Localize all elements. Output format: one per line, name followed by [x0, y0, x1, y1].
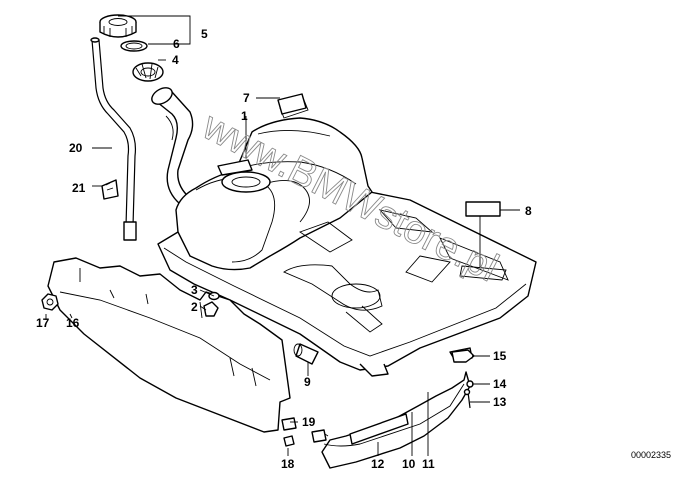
bolt-2 — [203, 301, 219, 317]
diagram-reference-number: 00002335 — [631, 450, 671, 460]
callout-20: 20 — [69, 141, 83, 155]
callout-9: 9 — [304, 375, 311, 389]
callout-1: 1 — [241, 109, 248, 123]
callout-8: 8 — [525, 204, 532, 218]
callout-13: 13 — [493, 395, 507, 409]
callout-11: 11 — [422, 457, 435, 471]
callout-3: 3 — [191, 283, 198, 297]
callout-21: 21 — [72, 181, 86, 195]
seal-ring — [120, 40, 148, 52]
callout-4: 4 — [172, 53, 179, 67]
bolt-18 — [283, 435, 295, 447]
filler-neck — [151, 87, 203, 215]
callout-12: 12 — [371, 457, 385, 471]
callout-7: 7 — [243, 91, 250, 105]
clamp-ring — [132, 62, 164, 82]
nut-17 — [41, 293, 59, 311]
callout-2: 2 — [191, 300, 198, 314]
clip-21 — [101, 179, 119, 200]
callout-6: 6 — [173, 37, 180, 51]
callout-15: 15 — [493, 349, 507, 363]
holder-15 — [451, 349, 475, 363]
callout-10: 10 — [402, 457, 416, 471]
callout-14: 14 — [493, 377, 507, 391]
filler-cap — [99, 14, 137, 38]
pad-7 — [277, 93, 307, 115]
leader-lines — [45, 15, 520, 456]
breather-pipe — [90, 37, 137, 241]
tank-straps — [311, 371, 471, 469]
fuel-tank — [157, 99, 537, 377]
callout-19: 19 — [302, 415, 316, 429]
pad-8 — [465, 201, 501, 217]
rubber-piece — [293, 343, 319, 365]
callout-17: 17 — [36, 316, 50, 330]
callout-5: 5 — [201, 27, 208, 41]
callout-18: 18 — [281, 457, 295, 471]
clip-19 — [281, 417, 297, 431]
callout-16: 16 — [66, 316, 80, 330]
heat-shield — [47, 257, 291, 433]
bolt-13 — [463, 388, 471, 409]
